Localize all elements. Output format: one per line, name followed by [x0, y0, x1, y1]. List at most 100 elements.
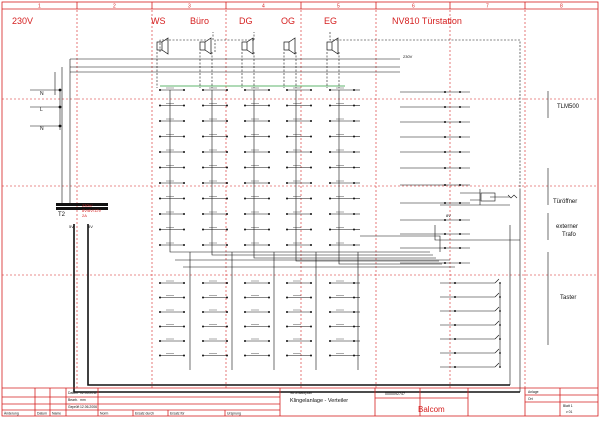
tb-cell: Datum — [37, 412, 47, 416]
tb-cell: Norm — [100, 412, 108, 416]
ws-label: WS — [151, 16, 166, 26]
bus-wires — [169, 90, 455, 370]
terminal-row — [159, 103, 360, 107]
door-terminal — [400, 91, 470, 93]
bell-icon — [283, 37, 296, 55]
transformer-label: T2 — [58, 212, 66, 218]
eg-label: EG — [324, 16, 337, 26]
transformer-spec: 2A — [82, 213, 87, 218]
terminal-n1: N — [40, 91, 44, 97]
tlm-label: TLM500 — [557, 104, 580, 110]
dg-label: DG — [239, 16, 253, 26]
pushbutton-terminal — [440, 292, 501, 298]
tb-right-cell: Blatt 1 — [563, 404, 573, 408]
column-number: 7 — [486, 4, 489, 10]
terminal-row — [159, 149, 360, 153]
terminal-row — [159, 211, 360, 215]
grid-lines — [2, 10, 598, 388]
terminal-row — [159, 353, 360, 357]
bell-icon — [156, 37, 169, 55]
terminal-row — [159, 196, 360, 200]
terminal-row — [159, 180, 360, 184]
title-block: Datum 02.05.2011 Bearb. mm Geprüft 12.06… — [2, 387, 598, 416]
tb-cell: Ursprung — [227, 412, 241, 416]
terminal-n2: N — [40, 126, 44, 132]
tb-cell: Ersatz für — [170, 412, 185, 416]
door-opener-symbol — [460, 189, 518, 205]
door-station-terminals: 8V — [400, 91, 521, 392]
terminal-row — [159, 118, 360, 122]
pushbutton-terminal — [440, 334, 501, 340]
tb-right-cell: Anlage — [528, 390, 539, 394]
tb-editor-label: Bearb. — [68, 398, 78, 402]
tb-doc-title: Klingelanlage - Verteiler — [290, 398, 348, 404]
transformer-spec: 230V/ — [82, 203, 93, 208]
terminal-row — [159, 87, 360, 91]
tb-date-value: 02.05.2011 — [80, 391, 97, 395]
pushbutton-terminal — [440, 278, 501, 284]
bell-icon — [326, 37, 339, 55]
speaker-leads — [156, 32, 521, 190]
door-terminal — [400, 184, 470, 186]
column-number: 5 — [337, 4, 340, 10]
right-labels: TLM500 Türöffner externer Trafo Taster — [547, 91, 580, 345]
bell-icon — [199, 37, 212, 55]
door-terminal — [400, 106, 470, 108]
left-terminals: N L N — [30, 88, 62, 132]
door-terminal — [400, 247, 470, 249]
terminal-row — [159, 242, 360, 246]
column-number: 8 — [560, 4, 563, 10]
door-terminal — [400, 202, 470, 204]
distribution-rows — [159, 87, 455, 370]
supply-lines: 230V — [54, 54, 413, 130]
ac-label: 8V — [446, 213, 451, 218]
tb-doc-number: 0000092747 — [385, 392, 405, 396]
voltage-label: 230V — [12, 16, 33, 26]
door-opener-label: Türöffner — [553, 199, 577, 205]
pushbutton-terminal — [440, 320, 501, 326]
tb-cell: Name — [52, 412, 61, 416]
pushbutton-label: Taster — [560, 295, 576, 301]
terminal-row — [159, 227, 360, 231]
pushbutton-bus — [434, 190, 521, 392]
terminal-row — [159, 280, 360, 284]
buero-label: Büro — [190, 16, 209, 26]
tb-cell: Änderung — [4, 412, 19, 416]
door-terminal — [400, 167, 470, 169]
tb-right-cell: v 01 — [566, 410, 573, 414]
terminal-row — [159, 165, 360, 169]
header-labels: 230V WS Büro DG OG EG NV810 Türstation — [12, 16, 462, 26]
door-terminal — [400, 262, 470, 264]
terminal-l: L — [40, 107, 43, 113]
company-name: Balcom — [418, 405, 445, 414]
ext-trafo-label: Trafo — [562, 232, 576, 238]
door-terminal — [400, 151, 470, 153]
transformer: T2 230V/ 8V/8V/12V 2A 5V 8V — [56, 118, 520, 393]
column-number: 3 — [188, 4, 191, 10]
tb-checked-label: Geprüft — [68, 405, 79, 409]
og-label: OG — [281, 16, 295, 26]
door-station-label: NV810 Türstation — [392, 16, 462, 26]
terminal-row — [159, 324, 360, 328]
transformer-tap: 8V — [88, 224, 93, 229]
column-number: 1 — [38, 4, 41, 10]
terminal-row — [159, 134, 360, 138]
door-terminal — [400, 136, 470, 138]
pushbutton-terminal — [440, 306, 501, 312]
door-terminal — [400, 121, 470, 123]
door-terminal — [400, 219, 470, 221]
pushbutton-terminal — [440, 348, 501, 354]
tb-cell: Ersatz durch — [135, 412, 154, 416]
supply-label: 230V — [403, 54, 413, 59]
transformer-spec: 8V/8V/12V — [82, 208, 101, 213]
tb-date-label: Datum — [68, 391, 78, 395]
column-numbers: 1 2 3 4 5 6 7 8 — [38, 4, 563, 10]
terminal-row — [159, 309, 360, 313]
bell-symbols — [156, 37, 339, 55]
pushbutton-terminal — [440, 362, 501, 368]
terminal-row — [159, 295, 360, 299]
ext-trafo-label: externer — [556, 224, 578, 230]
transformer-tap: 5V — [69, 224, 74, 229]
